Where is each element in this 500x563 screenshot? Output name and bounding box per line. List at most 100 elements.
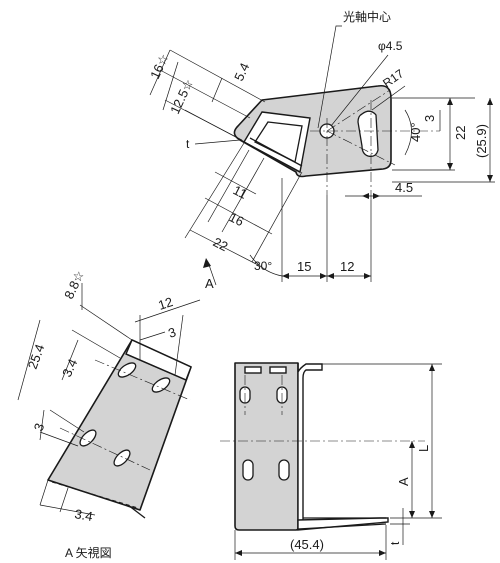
top-arc-slot [357,110,379,158]
dim-15: 15 [297,259,311,274]
dim-a54 [211,77,223,103]
ext-a4 [184,109,246,143]
dim-30deg: 30° [254,259,272,273]
dim-3-top: 3 [422,115,437,122]
arrow-a-label: A [205,276,214,291]
dim-t-top: t [186,137,190,151]
dim-3-left-top: 3 [166,324,178,341]
ext-b4 [184,142,245,239]
dim-a16 [149,49,171,96]
dim-3-4-lower: 3.4 [73,506,93,524]
dim-12-left: 12 [156,294,174,313]
arrow [373,193,380,199]
arrow [487,98,493,105]
top-flange-thickness-2 [249,137,303,167]
dim-12-top: 12 [340,259,354,274]
dim-11: 11 [231,182,250,201]
view-arrow-head [203,258,211,268]
dim-25-4: 25.4 [25,342,48,371]
dim-t-bottom: t [388,541,402,545]
arrow [409,441,415,448]
view-a: 8.8☆ 12 3 25.4 3.4 3 3.4 A 矢視図 [17,268,201,560]
arrow [487,175,493,182]
front-slot-bottom-left [242,459,254,481]
dim-40deg: 40° [408,122,423,142]
dim-b22 [189,229,259,266]
dim-45-4: (45.4) [290,537,324,552]
dim-va3b [39,409,45,441]
ext-a2 [159,69,251,119]
ext-b2 [221,157,265,233]
leader-r17 [371,85,406,111]
ext-va1 [79,304,133,341]
label-hole-dia: φ4.5 [378,39,403,53]
dim-5-4: 5.4 [231,61,252,84]
ctr-arc [326,89,391,132]
arrow [379,550,386,556]
front-slot-bottom-right [278,459,290,481]
arrow [409,511,415,518]
arc-40 [404,109,412,156]
dim-8-8-star: 8.8☆ [61,268,87,301]
label-optical-axis: 光軸中心 [343,9,391,24]
ext-va2 [71,329,121,359]
front-bottom-edge2 [297,523,387,530]
view-a-slot-4 [113,449,131,467]
arrow [429,511,435,518]
ext-va7 [39,479,49,506]
dim-22-lower: 22 [211,234,231,254]
view-a-ctr1 [94,359,191,401]
dim-25-9: (25.9) [474,124,489,158]
ext-a1 [169,49,266,103]
dim-22-right: 22 [453,126,468,140]
dim-va3 [139,331,166,341]
arrow [447,98,453,105]
dim-l: L [416,445,431,452]
top-view: 光軸中心 φ4.5 R17 22 (25.9) 3 40° 4.5 [147,9,495,291]
ext-b1 [207,149,250,223]
front-notch-left [244,366,262,374]
dim-va12 [134,299,201,323]
arrow [320,273,327,279]
dim-a: A [396,477,411,486]
ext-va6 [174,314,184,376]
dim-va34 [61,339,79,381]
ext-va8 [59,487,69,513]
arrow [327,273,334,279]
view-a-tail [127,504,146,519]
view-a-ctr2 [59,427,151,471]
dim-a125 [162,61,179,111]
view-a-title: A 矢視図 [65,545,112,560]
ext-b3 [251,171,303,263]
arrow [447,163,453,170]
dim-va34b [39,504,96,516]
dim-16-lower: 16 [227,209,247,229]
front-view: L A t (45.4) [220,362,442,560]
dim-3-4-upper: 3.4 [59,357,80,380]
arrow [429,364,435,371]
leader-phi [330,54,389,127]
ctr-arc2 [326,130,396,166]
arrow [362,193,369,199]
dim-4-5: 4.5 [395,180,413,195]
top-flange-thickness [243,141,301,173]
leader-t-top [194,139,241,145]
arc-30 [249,254,283,277]
arrow [282,273,289,279]
view-a-slot-1 [117,362,137,378]
view-a-slot-3 [79,429,97,447]
front-notch-right [269,366,287,374]
arrow [364,273,371,279]
ext-va4 [39,431,79,447]
dim-b16 [204,197,273,235]
dim-va254 [17,319,41,401]
leader-optical [317,25,342,129]
dim-b11 [214,171,257,195]
arrow [235,550,242,556]
dim-3-left-bottom: 3 [31,421,48,433]
ext-va3 [49,409,85,433]
front-flange-top [297,363,323,531]
view-a-dashed-bottom [51,481,139,509]
view-a-fold [125,353,187,381]
